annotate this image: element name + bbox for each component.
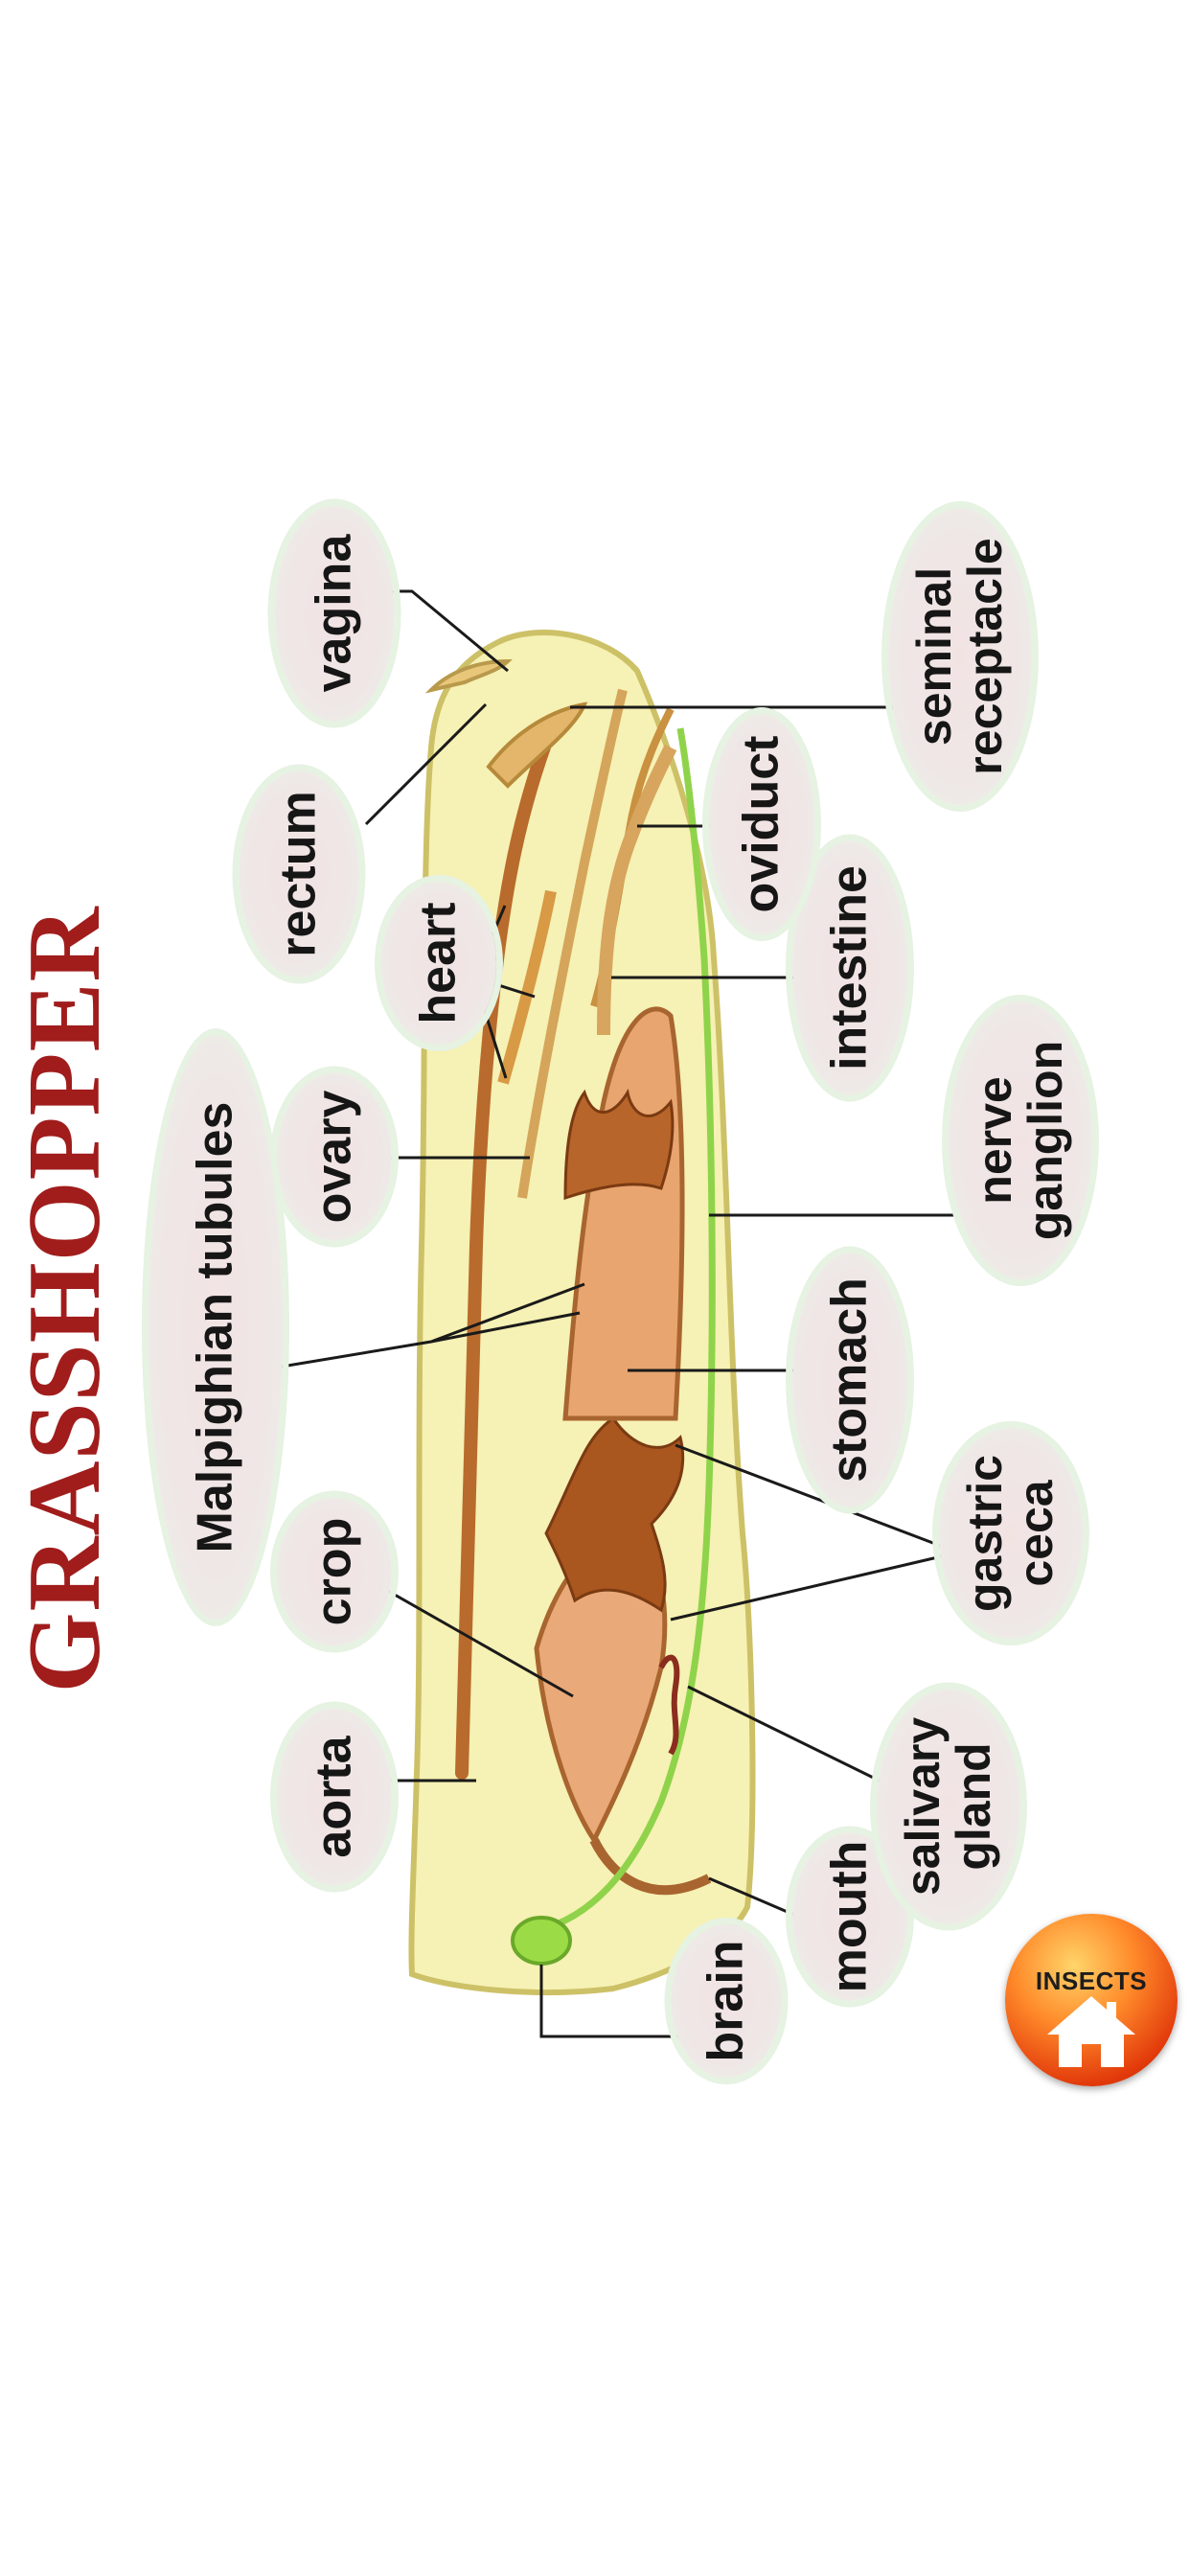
- label-seminal-line1: seminal: [909, 538, 960, 774]
- label-seminal-line2: receptacle: [960, 538, 1011, 774]
- brain-organ: [513, 1918, 570, 1964]
- label-rectum: rectum: [272, 791, 325, 956]
- home-button-label: INSECTS: [1005, 1966, 1178, 1996]
- label-ovary: ovary: [308, 1091, 360, 1224]
- insects-home-button[interactable]: INSECTS: [1005, 1914, 1178, 2086]
- label-gastric-line2: ceca: [1011, 1455, 1062, 1612]
- label-crop: crop: [308, 1518, 360, 1626]
- label-salivary-line2: gland: [949, 1717, 999, 1896]
- label-heart: heart: [412, 902, 465, 1024]
- label-aorta: aorta: [308, 1736, 360, 1857]
- label-nerve-line2: ganglion: [1020, 1041, 1071, 1240]
- label-gastric-line1: gastric: [960, 1455, 1011, 1612]
- label-brain: brain: [699, 1940, 752, 2061]
- label-stomach: stomach: [823, 1277, 876, 1483]
- label-intestine: intestine: [823, 865, 876, 1070]
- label-nerve-ganglion: nerve ganglion: [970, 1041, 1071, 1240]
- label-vagina: vagina: [308, 535, 360, 693]
- label-mouth: mouth: [823, 1841, 876, 1993]
- label-malpighian-tubules: Malpighian tubules: [189, 1102, 241, 1553]
- label-oviduct: oviduct: [735, 736, 788, 913]
- label-salivary-line1: salivary: [898, 1717, 949, 1896]
- label-nerve-line1: nerve: [970, 1041, 1020, 1240]
- home-icon: [1043, 1994, 1139, 2069]
- label-gastric-ceca: gastric ceca: [960, 1455, 1062, 1612]
- label-salivary-gland: salivary gland: [898, 1717, 999, 1896]
- label-seminal-receptacle: seminal receptacle: [909, 538, 1011, 774]
